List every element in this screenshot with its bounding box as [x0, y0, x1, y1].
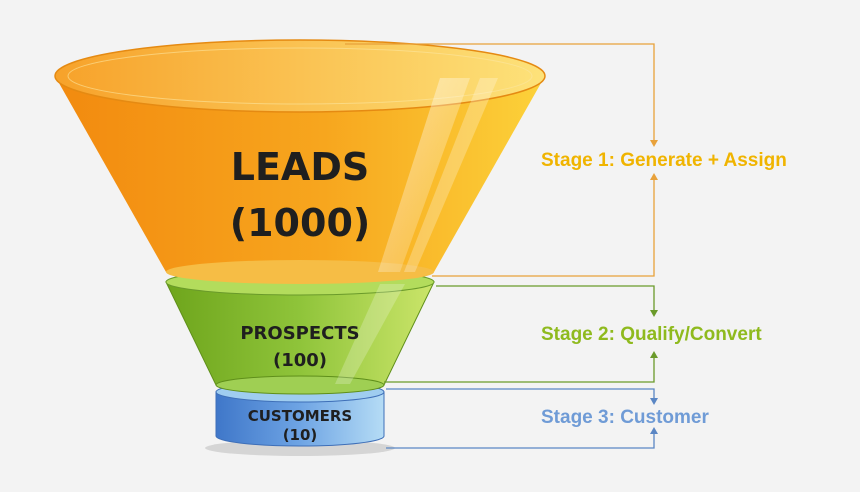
stage-3-label: Stage 3: Customer [541, 407, 709, 428]
stage-2-label: Stage 2: Qualify/Convert [541, 324, 762, 345]
leads-count: (1000) [230, 201, 371, 245]
stage-1-label: Stage 1: Generate + Assign [541, 150, 787, 171]
stage-3-connector [386, 388, 655, 449]
customers-count: (10) [283, 426, 318, 444]
prospects-label: PROSPECTS [240, 323, 359, 344]
customers-label: CUSTOMERS [248, 407, 353, 425]
leads-section [54, 39, 546, 284]
prospects-count: (100) [273, 350, 327, 371]
stage-2-connector [384, 285, 655, 383]
leads-label: LEADS [231, 145, 370, 189]
stage-1-connector [345, 43, 655, 277]
